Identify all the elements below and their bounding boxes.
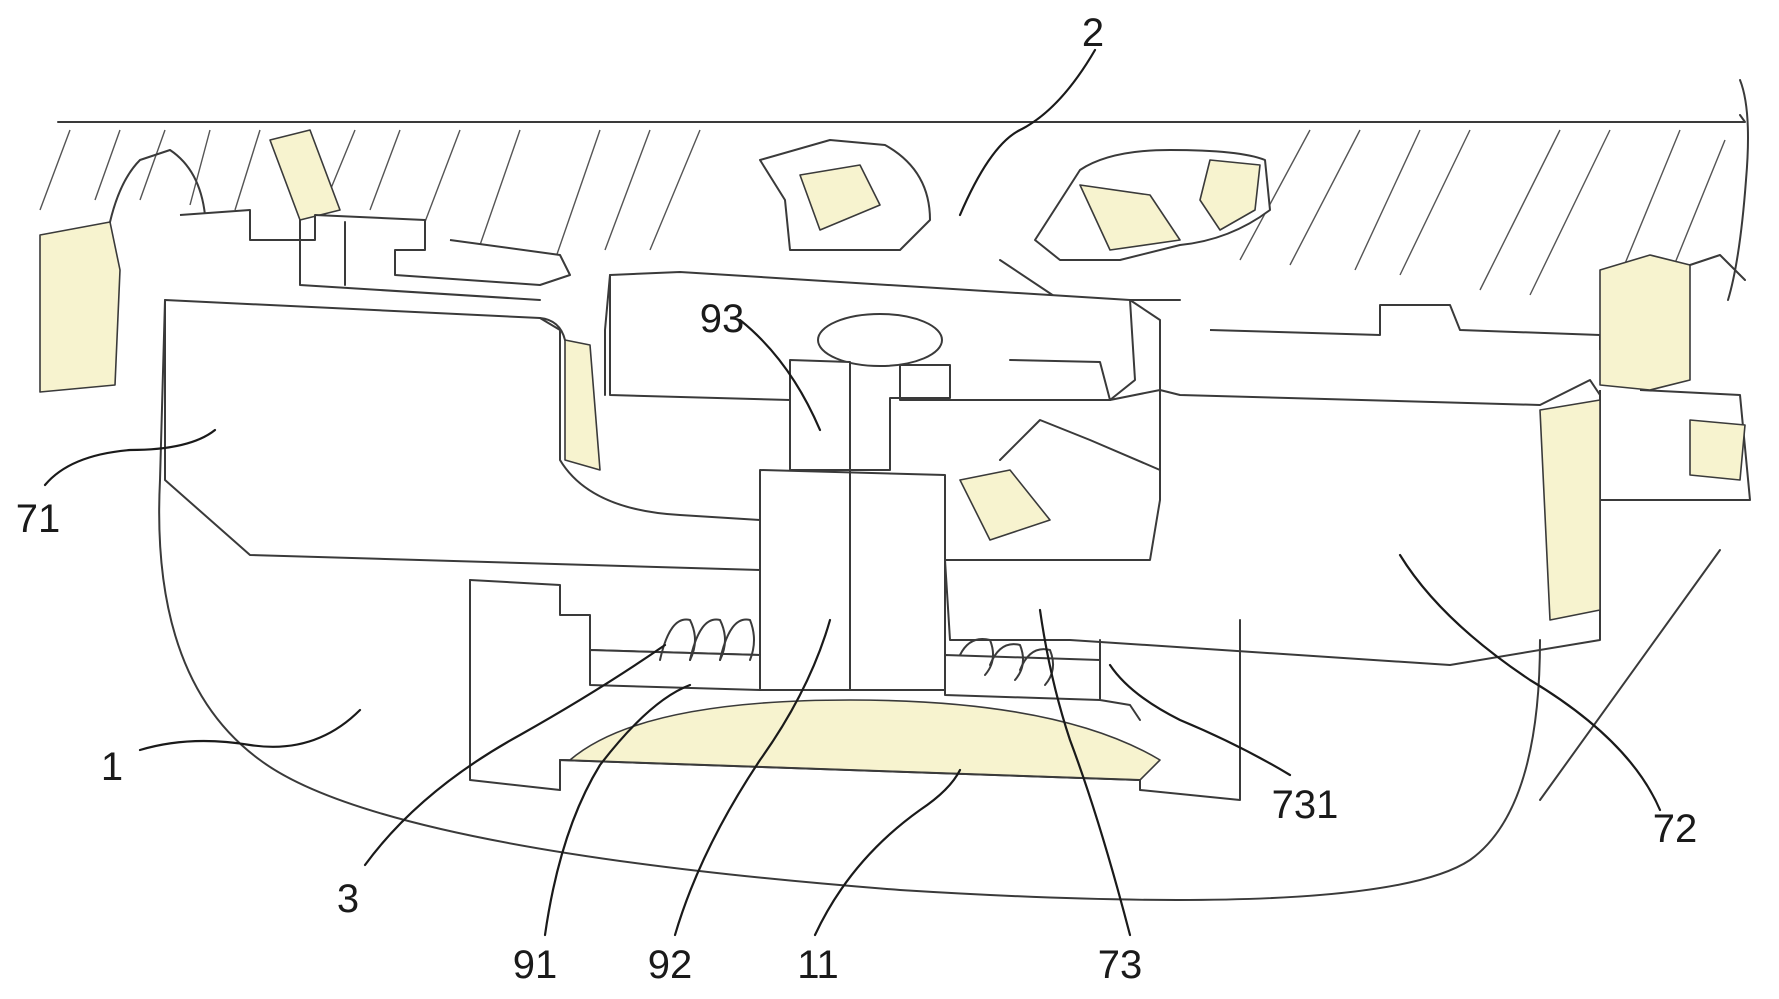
callout-labels: 2 93 71 1 3 91 92 11 73 731 72: [16, 11, 1698, 987]
right-slide-block-72: [944, 379, 1721, 801]
callout-label-2: 2: [1082, 11, 1104, 55]
callout-label-92: 92: [648, 943, 693, 987]
leader-731: [1108, 663, 1292, 777]
top-rail-part-2: [39, 79, 1751, 501]
callout-label-93: 93: [700, 297, 745, 341]
leader-92: [673, 618, 832, 937]
callout-label-731: 731: [1272, 783, 1339, 827]
callout-label-1: 1: [101, 745, 123, 789]
leader-93: [738, 318, 822, 432]
leader-2: [958, 48, 1097, 217]
leader-91: [543, 683, 692, 937]
lower-housing-1: [158, 479, 1541, 901]
spring-right-73: [959, 638, 1055, 686]
leader-3: [363, 643, 667, 867]
central-cap-93: [604, 271, 1161, 471]
callout-label-91: 91: [513, 943, 558, 987]
callout-label-71: 71: [16, 497, 61, 541]
leader-73: [1038, 608, 1132, 937]
callout-label-11: 11: [797, 943, 839, 987]
leader-1: [138, 708, 362, 752]
spring-left-3: [659, 618, 755, 661]
leader-11: [813, 768, 962, 937]
leader-72: [1398, 553, 1662, 812]
left-slide-block-71: [159, 299, 761, 571]
callout-label-73: 73: [1098, 943, 1143, 987]
leader-lines: [43, 48, 1662, 937]
callout-label-3: 3: [337, 877, 359, 921]
stem-92: [759, 469, 946, 691]
leader-71: [43, 428, 217, 487]
callout-label-72: 72: [1653, 807, 1698, 851]
